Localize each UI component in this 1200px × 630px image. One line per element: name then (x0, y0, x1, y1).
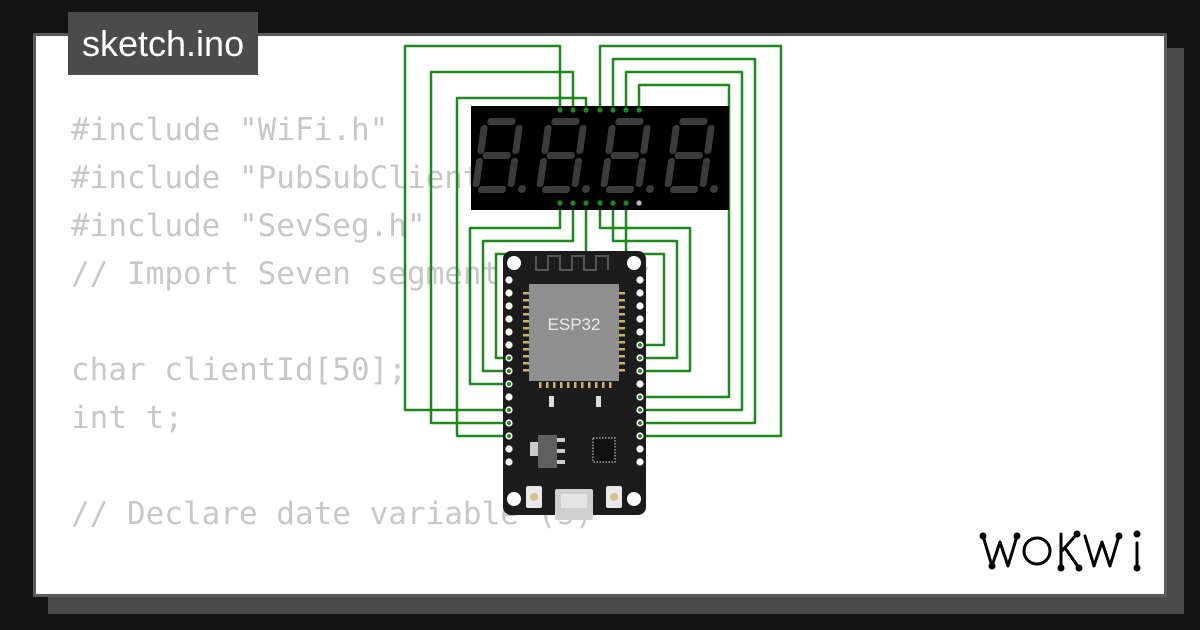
digit (664, 118, 719, 193)
wires (403, 44, 783, 438)
code-line: #include "SevSeg.h" (71, 208, 426, 244)
wire (611, 57, 757, 425)
regulator-tab (530, 442, 538, 456)
esp32-module (529, 284, 619, 381)
voltage-regulator (538, 435, 557, 468)
mount-hole (627, 492, 641, 506)
file-tab: sketch.ino (68, 12, 259, 75)
seven-segment-display (471, 106, 729, 210)
smd-part (549, 396, 554, 407)
display-pins (557, 107, 642, 206)
usb-chip (592, 437, 616, 463)
antenna (535, 255, 609, 271)
mount-hole (627, 256, 641, 270)
wire (481, 204, 575, 373)
code-line: char clientId[50]; (71, 352, 407, 388)
wire (624, 70, 744, 412)
wire (468, 204, 562, 386)
wire (455, 96, 588, 438)
digits (472, 118, 719, 193)
digit (472, 118, 527, 193)
code-line: // Configure Seven segment (71, 586, 650, 594)
wire (598, 204, 692, 373)
mount-hole (507, 256, 521, 270)
digit (600, 118, 655, 193)
esp32-label: ESP32 (548, 315, 601, 334)
code-line: // Declare date variable (s) (71, 496, 594, 532)
code-line: #include "WiFi.h" (71, 112, 389, 148)
wokwi-logo (979, 530, 1141, 572)
wire (624, 204, 666, 347)
esp32-board: ESP32 (503, 251, 646, 520)
smd-part (596, 396, 601, 407)
digit (536, 118, 591, 193)
wire (494, 204, 588, 360)
connected-pins (507, 343, 642, 438)
wire (403, 44, 562, 412)
mount-hole (507, 492, 521, 506)
code-line: int t; (71, 400, 183, 436)
wire (611, 204, 679, 360)
wire (637, 83, 731, 399)
wire (598, 44, 783, 438)
